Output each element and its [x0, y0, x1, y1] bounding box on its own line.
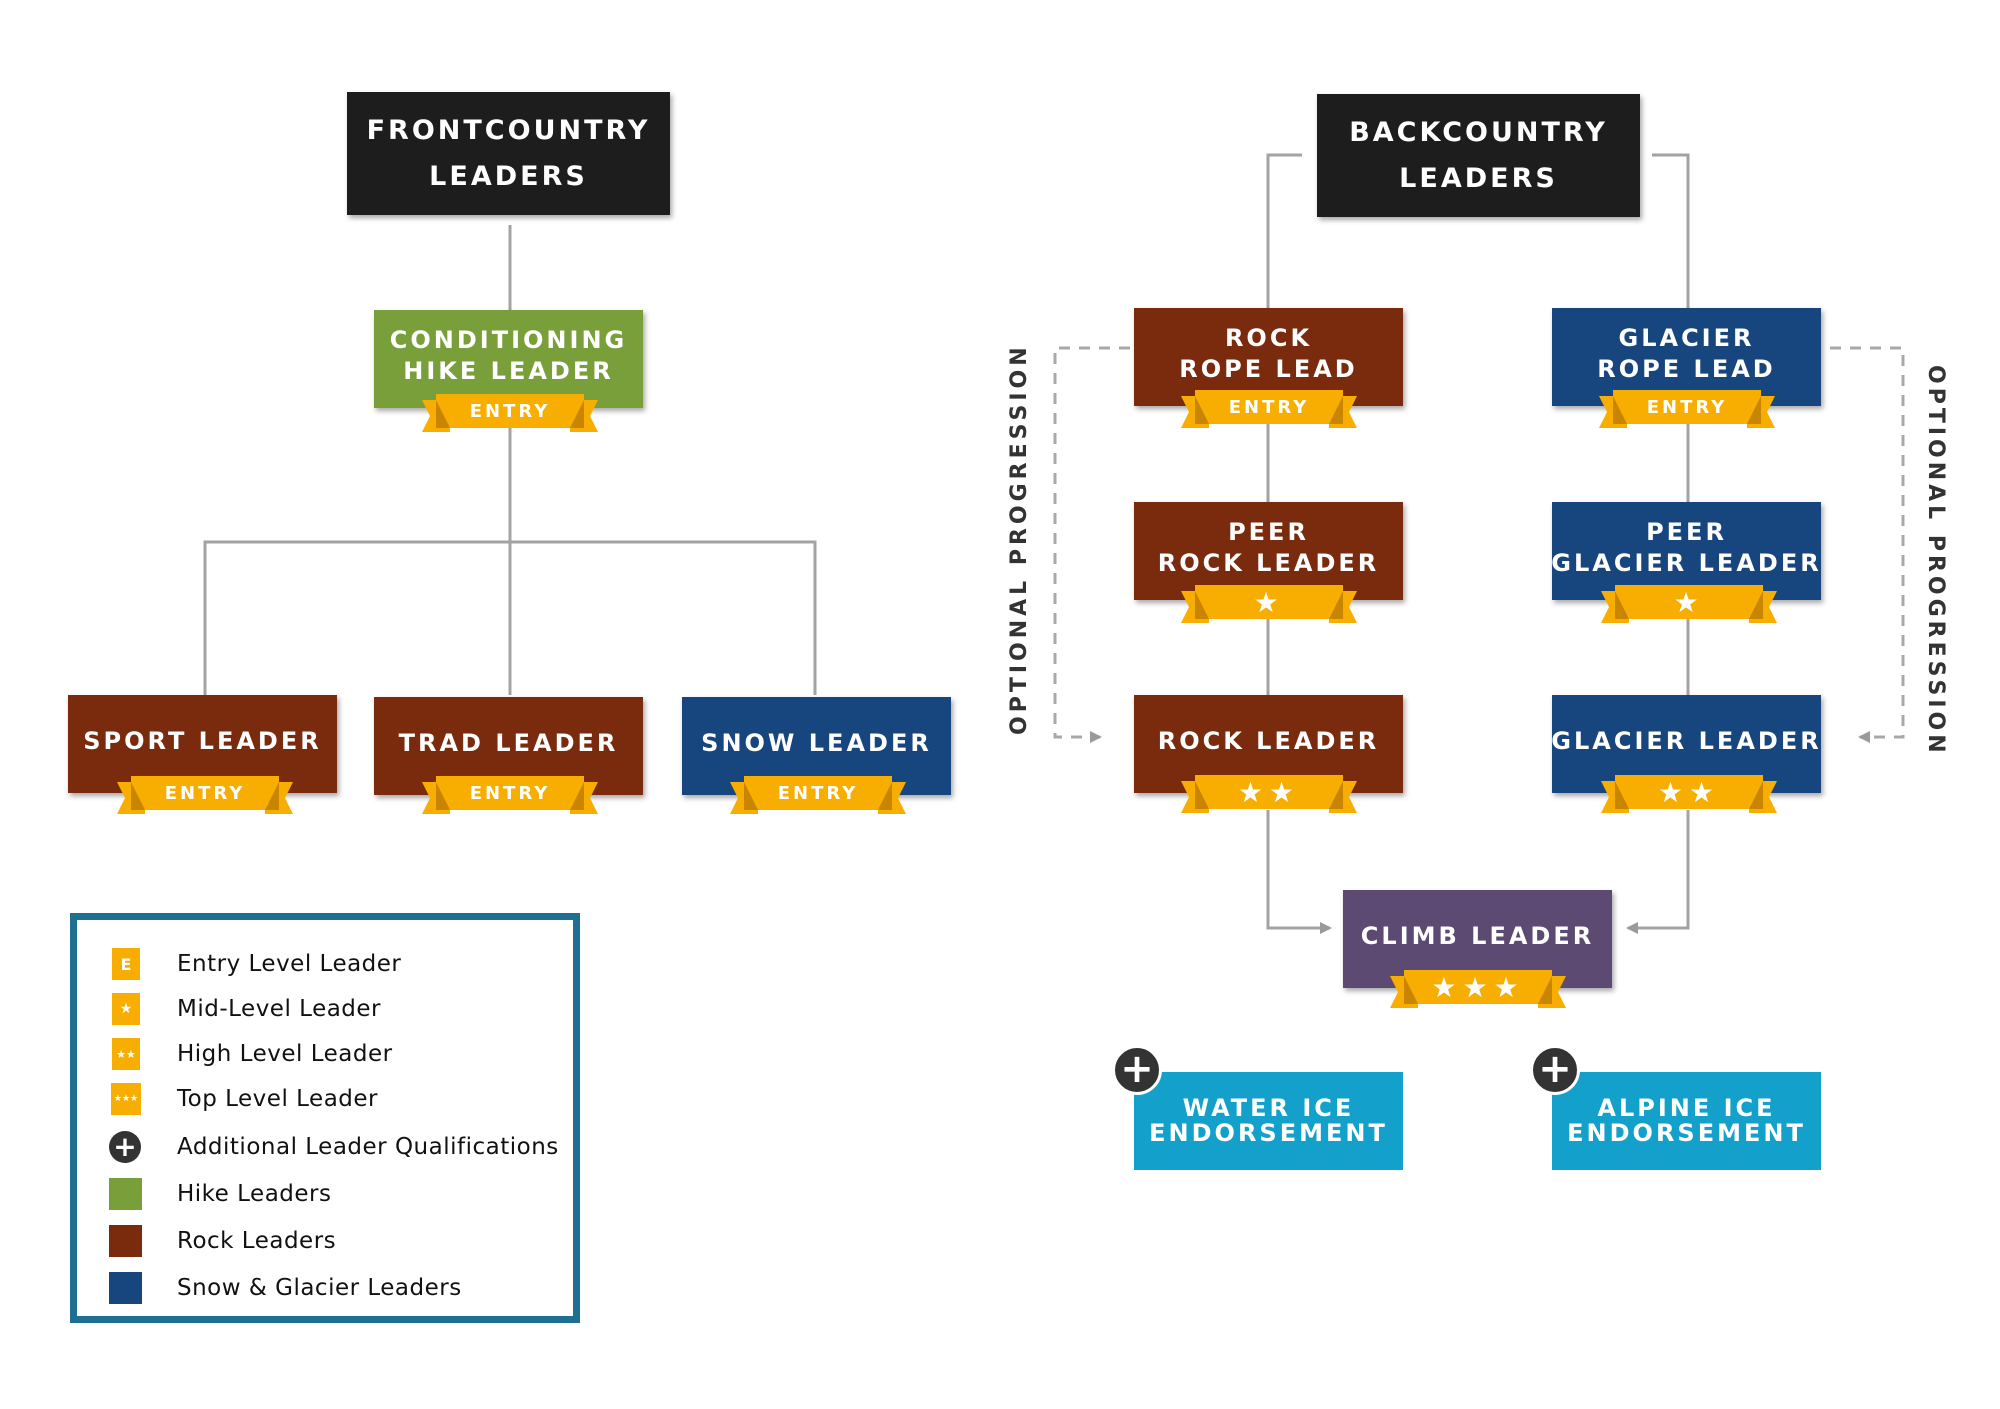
backcountry-leaders-header: BACKCOUNTRY LEADERS [1317, 94, 1640, 217]
node-label: GLACIER LEADER [1551, 726, 1822, 755]
node-line-2: ENDORSEMENT [1149, 1119, 1388, 1147]
snow-leader-node: SNOW LEADER [682, 697, 951, 795]
node-line-2: GLACIER LEADER [1551, 549, 1822, 577]
water-ice-endorsement-node: WATER ICE ENDORSEMENT [1134, 1072, 1403, 1170]
node-line-1: ROCK [1224, 324, 1313, 352]
entry-ribbon: ENTRY [1599, 390, 1775, 428]
ribbon-stars: ★ [1253, 585, 1285, 619]
legend-label: High Level Leader [177, 1041, 393, 1067]
node-label: SNOW LEADER [701, 728, 932, 757]
node-line-1: WATER ICE [1182, 1094, 1355, 1122]
header-line-1: BACKCOUNTRY [1349, 116, 1608, 148]
node-line-1: ALPINE ICE [1597, 1094, 1776, 1122]
legend-item-rock: Rock Leaders [77, 1221, 557, 1261]
legend-label: Mid-Level Leader [177, 996, 382, 1022]
three-star-ribbon: ★★★ [1390, 970, 1566, 1008]
entry-ribbon: ENTRY [422, 394, 598, 432]
node-label: CLIMB LEADER [1360, 921, 1595, 950]
plus-icon: + [1530, 1045, 1580, 1095]
legend-label: Additional Leader Qualifications [177, 1134, 559, 1160]
legend-item-hike: Hike Leaders [77, 1174, 557, 1214]
plus-icon: + [1112, 1045, 1162, 1095]
frontcountry-leaders-header: FRONTCOUNTRY LEADERS [347, 92, 670, 215]
header-line-2: LEADERS [1399, 162, 1558, 194]
node-line-2: HIKE LEADER [403, 357, 614, 385]
ribbon-stars: ★ [1673, 585, 1705, 619]
node-line-2: ROCK LEADER [1157, 549, 1380, 577]
glacier-rope-lead-node: GLACIER ROPE LEAD [1552, 308, 1821, 406]
one-star-ribbon: ★ [1601, 585, 1777, 623]
header-line-2: LEADERS [429, 160, 588, 192]
legend-item-entry: E Entry Level Leader [77, 944, 557, 984]
node-line-1: PEER [1228, 518, 1309, 546]
node-line-1: GLACIER [1618, 324, 1755, 352]
node-line-1: CONDITIONING [389, 326, 628, 354]
entry-badge-icon: E [112, 948, 140, 980]
two-star-ribbon: ★★ [1181, 775, 1357, 813]
ribbon-label: ENTRY [469, 782, 551, 804]
hike-swatch-icon [109, 1178, 142, 1210]
plus-icon: + [109, 1131, 141, 1163]
entry-ribbon: ENTRY [1181, 390, 1357, 428]
ribbon-label: ENTRY [1646, 396, 1728, 418]
legend-item-high: ★★ High Level Leader [77, 1034, 557, 1074]
peer-glacier-leader-node: PEER GLACIER LEADER [1551, 502, 1822, 600]
optional-progression-right-label: OPTIONAL PROGRESSION [1923, 365, 1948, 757]
entry-ribbon: ENTRY [117, 776, 293, 814]
snow-glacier-swatch-icon [109, 1272, 142, 1304]
node-line-2: ROPE LEAD [1179, 355, 1358, 383]
peer-rock-leader-node: PEER ROCK LEADER [1134, 502, 1403, 600]
ribbon-label: ENTRY [164, 782, 246, 804]
entry-ribbon: ENTRY [730, 776, 906, 814]
one-star-badge-icon: ★ [112, 993, 140, 1025]
node-label: TRAD LEADER [398, 728, 619, 757]
legend-label: Top Level Leader [177, 1086, 379, 1112]
ribbon-label: ENTRY [469, 400, 551, 422]
legend-label: Rock Leaders [177, 1228, 337, 1254]
two-star-ribbon: ★★ [1601, 775, 1777, 813]
ribbon-stars: ★★★ [1431, 970, 1525, 1004]
node-label: ROCK LEADER [1157, 726, 1380, 755]
legend-label: Hike Leaders [177, 1181, 332, 1207]
three-star-badge-icon: ★★★ [111, 1083, 141, 1115]
node-line-1: PEER [1646, 518, 1727, 546]
legend-item-top: ★★★ Top Level Leader [77, 1079, 557, 1119]
legend-item-snow-glacier: Snow & Glacier Leaders [77, 1268, 557, 1308]
rock-rope-lead-node: ROCK ROPE LEAD [1134, 308, 1403, 406]
node-line-2: ENDORSEMENT [1567, 1119, 1806, 1147]
ribbon-stars: ★★ [1237, 775, 1301, 809]
legend-label: Snow & Glacier Leaders [177, 1275, 462, 1301]
legend-item-additional: + Additional Leader Qualifications [77, 1127, 559, 1167]
node-label: SPORT LEADER [83, 726, 322, 755]
one-star-ribbon: ★ [1181, 585, 1357, 623]
ribbon-stars: ★★ [1657, 775, 1721, 809]
rock-swatch-icon [109, 1225, 142, 1257]
legend-item-mid: ★ Mid-Level Leader [77, 989, 557, 1029]
two-star-badge-icon: ★★ [112, 1038, 140, 1070]
node-line-2: ROPE LEAD [1597, 355, 1776, 383]
entry-ribbon: ENTRY [422, 776, 598, 814]
ribbon-label: ENTRY [1228, 396, 1310, 418]
ribbon-label: ENTRY [777, 782, 859, 804]
alpine-ice-endorsement-node: ALPINE ICE ENDORSEMENT [1552, 1072, 1821, 1170]
optional-progression-left-label: OPTIONAL PROGRESSION [1007, 343, 1032, 735]
legend-label: Entry Level Leader [177, 951, 402, 977]
legend: E Entry Level Leader ★ Mid-Level Leader … [70, 913, 580, 1323]
header-line-1: FRONTCOUNTRY [366, 114, 651, 146]
conditioning-hike-leader-node: CONDITIONING HIKE LEADER [374, 310, 643, 408]
